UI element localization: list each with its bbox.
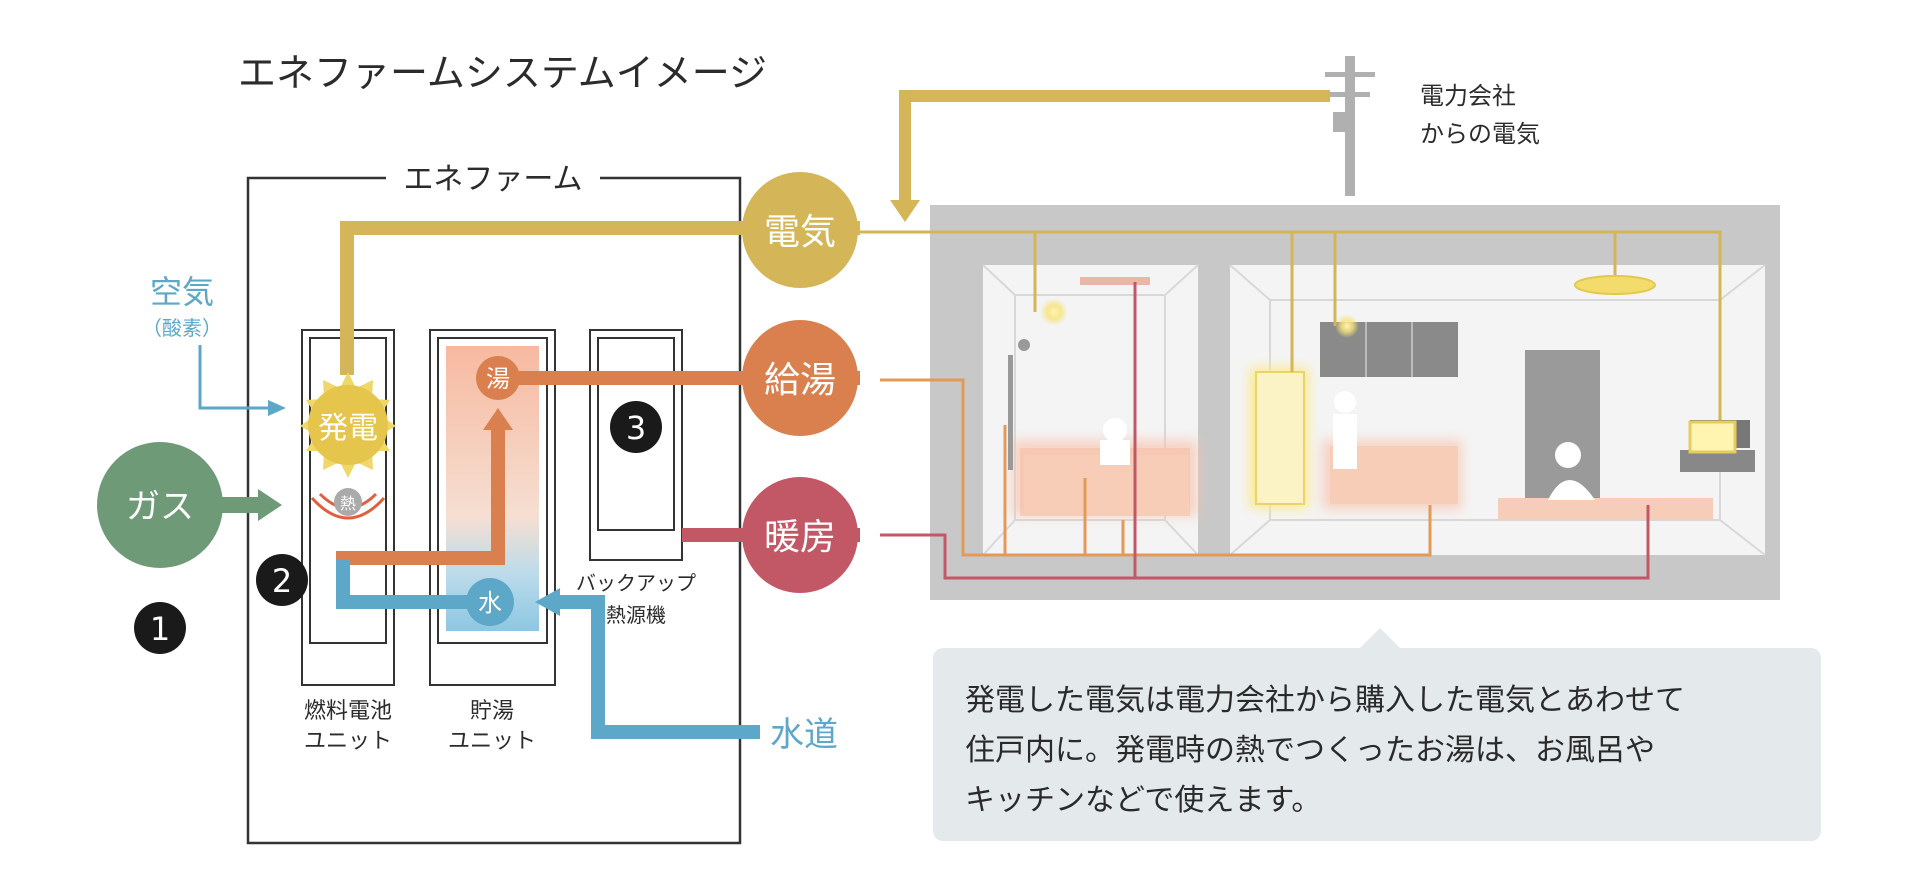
utility-pole-icon [1325,56,1375,196]
caption-box [933,648,1821,841]
gas-arrow-line [222,497,260,513]
heating-circle [742,477,858,593]
house-electric-lines [860,230,1722,420]
number-badge-1 [134,602,186,654]
enefarm-label: エネファーム [403,162,582,197]
backup-label-line1: バックアップ [576,571,696,595]
electric-main-pipe [340,221,860,375]
hot-node-label: 湯 [486,365,510,393]
hotwater-circle [742,320,858,436]
grid-electric-line [899,90,1330,205]
number-3: 3 [626,409,646,447]
air-arrow-line [198,345,270,410]
number-badge-2 [256,554,308,606]
bathroom [982,264,1199,556]
caption-line-2: 住戸内に。発電時の熱でつくったお湯は、お風呂や [965,733,1655,768]
grid-label-line2: からの電気 [1420,120,1540,148]
heat-label: 熱 [340,494,356,513]
heating-label: 暖房 [764,517,836,558]
water-supply-arrow [535,588,560,616]
storage-label-line1: 貯湯 [470,699,514,724]
caption-line-1: 発電した電気は電力会社から購入した電気とあわせて [965,683,1685,718]
grid-electric-arrow [890,200,920,222]
air-sub-label: （酸素） [142,316,222,340]
hotwater-label: 給湯 [764,360,836,401]
fuel-cell-label-line2: ユニット [304,729,392,754]
water-supply-label: 水道 [770,715,838,755]
house-heating-lines [880,282,1650,580]
backup-label-line2: 熱源機 [606,603,666,627]
grid-label-line1: 電力会社 [1420,82,1516,110]
fuel-cell-label-line1: 燃料電池 [304,699,392,724]
number-badge-3 [610,401,662,453]
number-1: 1 [150,610,170,648]
air-label: 空気 [150,273,214,311]
electricity-circle [742,172,858,288]
enefarm-outline [246,176,742,845]
electricity-label: 電気 [764,212,836,253]
generation-label: 発電 [318,411,378,446]
house-hotwater-lines [880,378,1432,557]
hot-node [476,356,520,400]
gas-circle [97,442,223,568]
water-return-pipe [336,560,470,609]
air-arrow-head [268,400,286,416]
gas-label: ガス [126,487,194,527]
caption-line-3: キッチンなどで使えます。 [965,783,1322,818]
caption-text: 発電した電気は電力会社から購入した電気とあわせて 住戸内に。発電時の熱でつくった… [965,676,1795,826]
page-title: エネファームシステムイメージ [238,51,767,95]
number-2: 2 [272,562,292,600]
heat-recovery-arrow [483,408,513,430]
storage-label-line2: ユニット [448,729,536,754]
caption-pointer [1360,628,1400,648]
water-supply-pipe [555,595,760,739]
living-room [1229,264,1766,556]
water-node-label: 水 [478,589,502,617]
water-node [466,578,514,626]
gas-arrow-head [258,489,282,521]
